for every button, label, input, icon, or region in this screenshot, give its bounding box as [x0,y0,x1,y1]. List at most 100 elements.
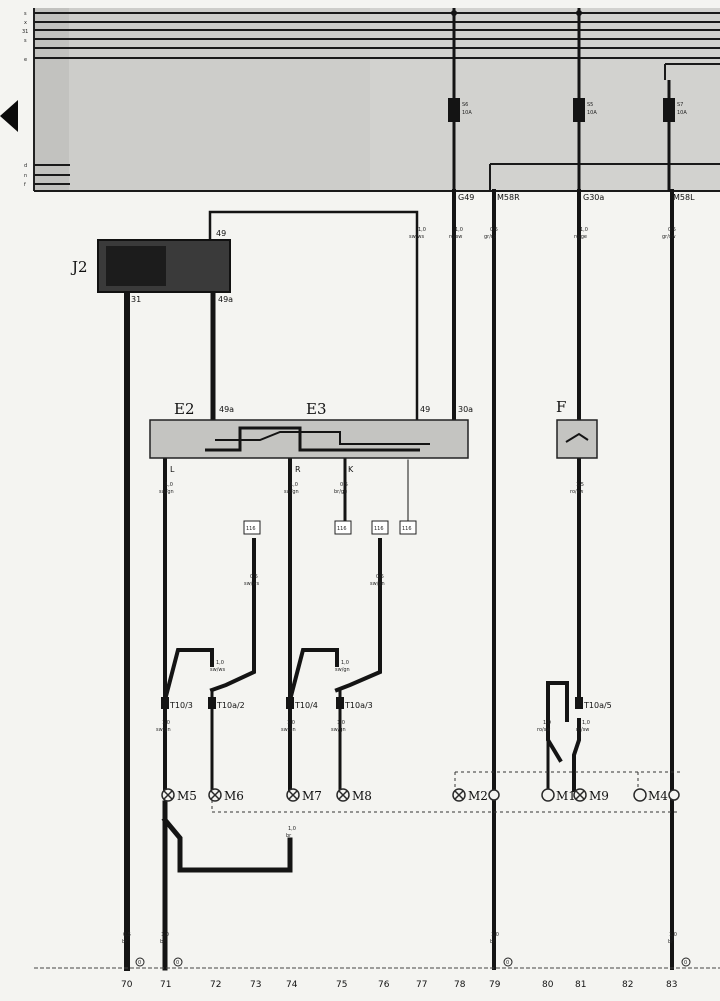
ref-box-label: 116 [402,526,412,532]
position-number: 70 [121,980,133,990]
rail-letter: d [24,163,27,169]
lamp-label: M4 [648,789,668,803]
wire-color: br [160,939,166,945]
wire-color: ro/sw [570,489,583,495]
pin-label: K [348,465,354,474]
wire-color: sw/ws [244,581,259,587]
wire-color: sw/gn [159,489,174,495]
pin-label: 49a [219,405,234,414]
wire-color: sw/gn [331,727,346,733]
wire-color: ro/sw [537,727,550,733]
switch-e2-e3: E2 E3 49a 49 30a [149,400,473,459]
wire-size: 0,5 [123,932,131,938]
fuse-amp: 10A [462,110,472,116]
fuse-id: S7 [677,102,683,108]
connectors: T10/3 T10a/2 T10/4 T10a/3 T10a/5 [161,697,612,710]
terminal-label: G30a [583,193,604,202]
pin-label: 49 [420,405,430,414]
lamp-m5: M5 [161,788,197,803]
pin-label: 49a [218,295,233,304]
wire-size: 1,0 [491,932,499,938]
connector-label: T10a/5 [583,701,612,710]
nav-arrow-icon[interactable] [0,100,18,132]
position-number: 73 [250,980,261,990]
ground-symbol: 0 [176,960,179,966]
ground-symbol: 0 [684,960,687,966]
rail-letter: f [24,182,26,188]
lamp-m7: M7 [286,788,322,803]
position-number: 80 [542,980,554,990]
wire-color: sw/gn [281,727,296,733]
rail-letter: 31 [22,29,28,35]
wire-color: br [122,939,128,945]
lamp-label: M7 [302,789,322,803]
wire-size: 1,0 [455,227,463,233]
wire-color: ro/sw [449,234,462,240]
connector-label: T10/4 [294,701,318,710]
component-label: J2 [70,258,88,276]
fuse-s7: S7 10A [663,80,687,191]
wires [124,189,674,971]
wire-color: br [286,833,292,839]
fuse-amp: 10A [677,110,687,116]
wire-size: 1,0 [290,482,298,488]
wire-color: br [490,939,496,945]
bottom-numbers: 70 71 72 73 74 75 76 77 78 79 80 81 82 8… [121,980,677,990]
wire-size: 0,5 [250,574,258,580]
switch-pins: L R K [170,465,354,474]
wire-size: 1,0 [543,720,551,726]
reference-boxes: 116 116 116 116 [243,520,417,535]
fuse-amp: 10A [587,110,597,116]
switch-f: F [556,398,598,459]
position-number: 77 [416,980,427,990]
wire-size: 1,0 [341,660,349,666]
ref-box-label: 116 [374,526,384,532]
module-j2: J2 49 31 49a [70,229,233,304]
wire-size: 1,5 [576,482,584,488]
connector-label: T10a/3 [344,701,373,710]
position-number: 74 [286,980,298,990]
lamp-label: M5 [177,789,197,803]
wire-size: 1,0 [337,720,345,726]
position-number: 82 [622,980,633,990]
ref-box-label: 116 [337,526,347,532]
rail-letter: s [24,11,27,17]
wire-color: sw/ws [210,667,225,673]
wire-color: ro/ge [574,234,587,240]
pin-label: R [295,465,301,474]
ref-box-label: 116 [246,526,256,532]
top-terminals: G49 M58R G30a M58L [458,193,695,202]
position-number: 75 [336,980,347,990]
wire-size: 1,0 [216,660,224,666]
rail-letter: x [24,20,27,26]
terminal-label: M58R [497,193,520,202]
component-label: E2 [174,400,195,418]
wire-color: br/ge [334,489,347,495]
wire-color: sw/gn [335,667,350,673]
position-number: 78 [454,980,466,990]
component-label: E3 [306,400,327,418]
wire-color: sw/gn [156,727,171,733]
lamp-m9: M9 [573,788,609,803]
pin-label: 49 [216,229,226,238]
position-number: 76 [378,980,390,990]
lamp-m2: M2 [452,788,500,803]
rail-letter: n [24,173,27,179]
lamp-label: M8 [352,789,372,803]
terminal-label: G49 [458,193,474,202]
pin-label: 31 [131,295,141,304]
position-number: 81 [575,980,586,990]
position-number: 83 [666,980,677,990]
position-number: 72 [210,980,221,990]
component-label: F [556,398,566,416]
fuse-s5: S5 10A [573,8,597,191]
rail-letters: s x 31 s e d n f [22,11,28,188]
wire-color: gr/ro [484,234,496,240]
wire-size: 1,0 [162,720,170,726]
wire-size: 1,0 [288,826,296,832]
wire-size: 1,0 [580,227,588,233]
lamp-m4: M4 [633,788,680,803]
fuse-panel: s x 31 s e d n f S6 10A S5 10A S7 [22,8,720,192]
wire-size: 0,5 [668,227,676,233]
